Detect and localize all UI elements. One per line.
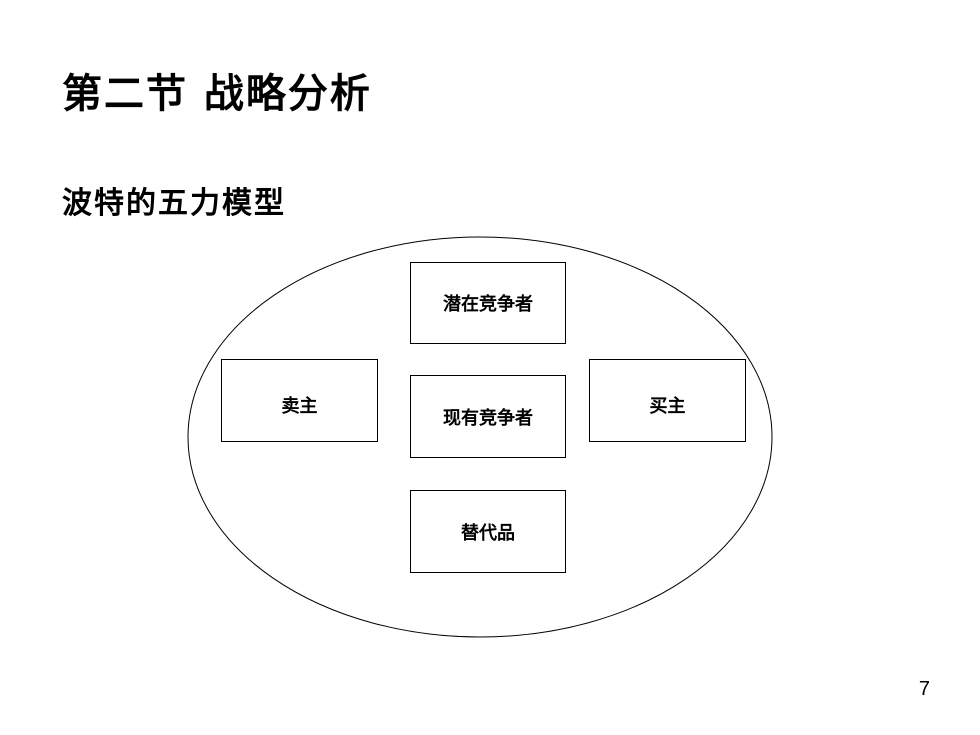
node-existing-competitors-label: 现有竞争者 bbox=[443, 407, 533, 429]
page-number: 7 bbox=[918, 678, 930, 700]
page-title: 第二节 战略分析 bbox=[62, 71, 372, 117]
node-substitutes-label: 替代品 bbox=[461, 522, 515, 544]
section-subtitle: 波特的五力模型 bbox=[62, 186, 286, 221]
node-existing-competitors: 现有竞争者 bbox=[410, 375, 566, 458]
node-sellers-label: 卖主 bbox=[281, 396, 318, 417]
node-sellers: 卖主 bbox=[221, 359, 378, 442]
market-boundary-ellipse bbox=[187, 236, 773, 638]
node-substitutes: 替代品 bbox=[410, 490, 566, 573]
node-potential-competitors-label: 潜在竞争者 bbox=[443, 294, 533, 315]
node-buyers-label: 买主 bbox=[649, 396, 686, 417]
node-buyers: 买主 bbox=[589, 359, 746, 442]
node-potential-competitors: 潜在竞争者 bbox=[410, 262, 566, 344]
